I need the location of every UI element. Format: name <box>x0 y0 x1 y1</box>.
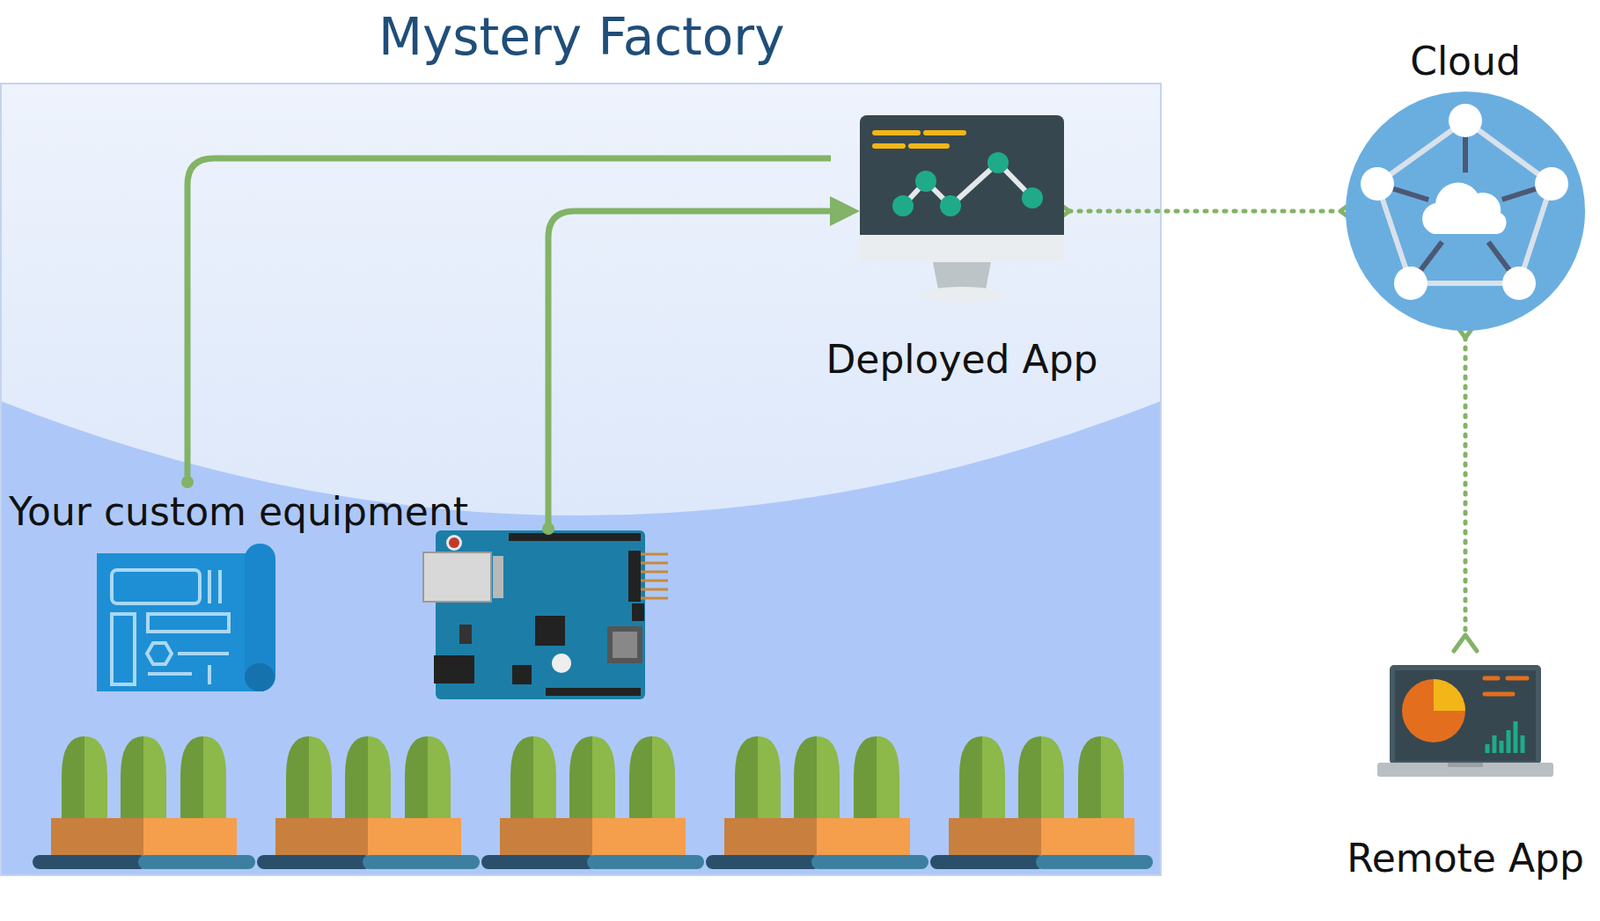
equipment-node: Your custom equipment <box>8 482 473 692</box>
blueprint-icon <box>96 543 276 692</box>
connector <box>1053 199 1357 223</box>
node-label: Your custom equipment <box>8 482 473 536</box>
plant-rows <box>32 736 1153 870</box>
node-label: Deployed App <box>823 337 1101 383</box>
node-label: Remote App <box>1344 836 1586 882</box>
cloud-icon <box>1345 91 1586 331</box>
cloud-node: Cloud <box>1345 38 1586 331</box>
arduino-board <box>423 530 668 700</box>
connector <box>1453 322 1477 652</box>
arrowhead <box>1453 635 1477 652</box>
factory-panel <box>0 83 1161 876</box>
laptop-icon <box>1377 663 1554 781</box>
arduino-wire <box>542 196 860 536</box>
connector-line <box>1069 209 1341 214</box>
connector <box>181 143 890 489</box>
connector-dot <box>181 476 194 489</box>
remote-app-node: Remote App <box>1344 663 1586 882</box>
node-label: Cloud <box>1345 38 1586 85</box>
diagram-title: Mystery Factory <box>378 7 785 67</box>
monitor-icon <box>859 115 1065 305</box>
app-node: Deployed App <box>823 115 1101 383</box>
connector-line <box>187 158 831 483</box>
connector-line <box>1463 337 1468 636</box>
